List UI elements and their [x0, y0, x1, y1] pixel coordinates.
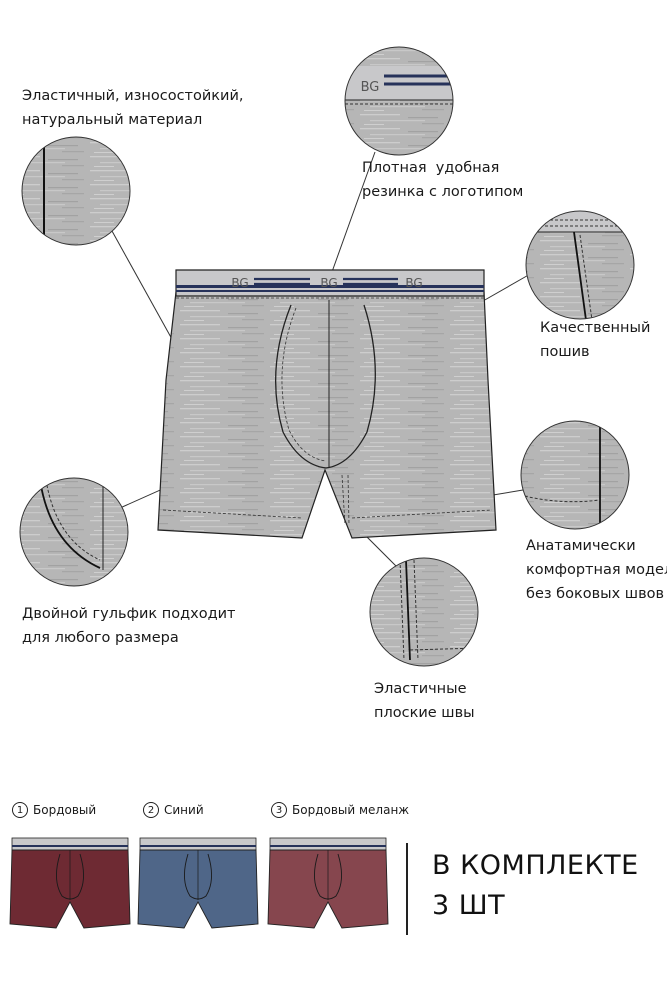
callout-waistband: Плотная удобная резинка с логотипом: [362, 160, 524, 200]
brand-logo-center: BG: [320, 276, 337, 290]
zoom-waistband: BG: [344, 46, 454, 156]
variant-thumb-3: [267, 837, 389, 929]
brand-logo-right: BG: [405, 276, 422, 290]
brand-logo-left: BG: [231, 276, 248, 290]
zoom-flat-seams: [369, 557, 479, 667]
variant-thumb-2: [137, 837, 259, 929]
boxers-main: BG BG BG: [157, 269, 497, 539]
zoom-seamless: [520, 420, 630, 530]
callout-pouch: Двойной гульфик подходит для любого разм…: [22, 606, 236, 646]
variant-name: Бордовый меланж: [292, 803, 410, 817]
variant-label-1: 1 Бордовый: [12, 802, 96, 818]
variant-label-3: 3 Бордовый меланж: [271, 802, 409, 818]
variant-name: Бордовый: [33, 803, 97, 817]
callout-flat-seams: Эластичные плоские швы: [374, 681, 475, 721]
zoom-pouch: [19, 477, 129, 587]
variant-number: 2: [143, 802, 159, 818]
variant-thumb-1: [9, 837, 131, 929]
callout-material: Эластичный, износостойкий, натуральный м…: [22, 88, 244, 128]
variant-label-2: 2 Синий: [143, 802, 204, 818]
variant-number: 3: [271, 802, 287, 818]
zoom-stitching: [525, 210, 635, 320]
callout-seamless: Анатамически комфортная модель без боков…: [526, 538, 667, 602]
variant-thumbnails: [9, 837, 389, 929]
svg-text:BG: BG: [361, 80, 380, 95]
set-quantity: В КОМПЛЕКТЕ 3 ШТ: [432, 850, 639, 921]
zoom-material: [21, 136, 131, 246]
variant-name: Синий: [164, 803, 204, 817]
callout-stitching: Качественный пошив: [540, 320, 651, 360]
variant-number: 1: [12, 802, 28, 818]
set-divider: [406, 843, 408, 935]
